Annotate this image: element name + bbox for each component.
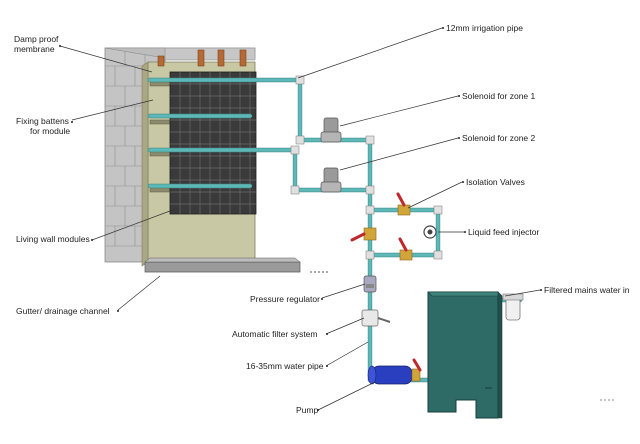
solenoid-zone-2	[320, 167, 342, 193]
mains-water-filter	[502, 293, 524, 321]
label-liquid-feed-injector: Liquid feed injector	[468, 227, 540, 237]
leader-lines	[59, 27, 541, 411]
pump	[367, 358, 422, 385]
label-living-wall-modules: Living wall modules	[16, 234, 90, 244]
label-pump: Pump	[296, 405, 318, 415]
label-fixing-battens-2: for module	[30, 126, 70, 136]
label-automatic-filter: Automatic filter system	[232, 329, 318, 339]
automatic-filter-system	[361, 309, 391, 327]
irrigation-pipework	[147, 75, 523, 383]
liquid-feed-injector	[423, 225, 437, 239]
gutter-drainage-channel	[144, 257, 615, 401]
label-pressure-regulator: Pressure regulator	[250, 294, 320, 304]
label-damp-proof-membrane-2: membrane	[14, 44, 55, 54]
label-irrigation-pipe: 12mm irrigation pipe	[446, 23, 523, 33]
solenoid-zone-1	[320, 117, 342, 143]
label-fixing-battens-1: Fixing battens	[16, 116, 69, 126]
label-filtered-mains: Filtered mains water in	[544, 285, 630, 295]
labels: Damp proof membrane Fixing battens for m…	[14, 23, 630, 415]
isolation-valve-left	[350, 227, 377, 242]
living-wall-modules	[169, 71, 257, 215]
pressure-regulator	[363, 275, 377, 293]
label-water-pipe: 16-35mm water pipe	[246, 361, 324, 371]
label-solenoid-zone-1: Solenoid for zone 1	[462, 91, 536, 101]
label-gutter-drainage: Gutter/ drainage channel	[16, 306, 110, 316]
label-isolation-valves: Isolation Valves	[466, 177, 525, 187]
isolation-valve-bottom	[398, 237, 413, 261]
isolation-valve-top	[396, 192, 411, 216]
water-tank	[427, 291, 503, 419]
label-damp-proof-membrane-1: Damp proof	[14, 34, 59, 44]
label-solenoid-zone-2: Solenoid for zone 2	[462, 133, 536, 143]
copper-pipe-stubs	[157, 49, 247, 67]
